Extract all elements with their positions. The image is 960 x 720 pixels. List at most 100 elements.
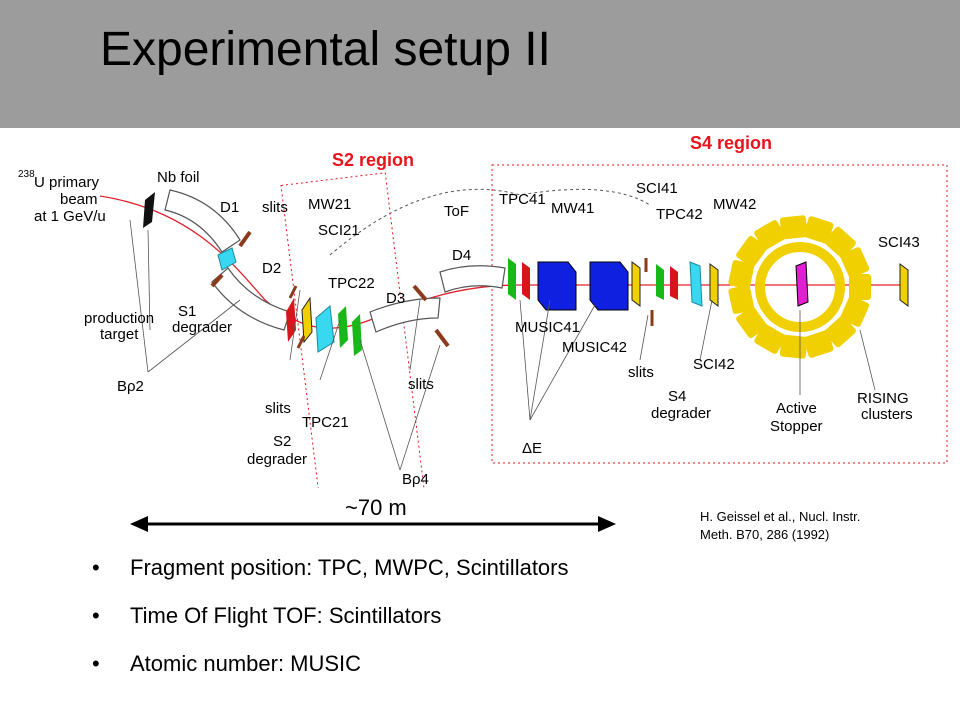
tpc22-detector [352,314,362,356]
sci42-scintillator [709,263,719,307]
s4-region-title: S4 region [690,133,772,153]
music41-chamber [537,261,577,311]
tpc42-detector [656,264,664,300]
music42-chamber [589,261,629,311]
label-brho4: Bρ4 [402,471,429,488]
reference-citation: H. Geissel et al., Nucl. Instr. Meth. B7… [700,508,860,544]
label-slits-mid: slits [408,376,434,393]
label-sci43: SCI43 [878,234,920,251]
dipole-d4 [439,265,506,293]
label-music42: MUSIC42 [562,339,627,356]
label-target: target [100,326,139,343]
rising-cluster [736,235,767,268]
label-active: Active [776,400,817,417]
slit-s1-a [238,230,252,248]
slit-mid-a [412,284,428,302]
bullet-list: • Fragment position: TPC, MWPC, Scintilla… [92,555,569,699]
s4-degrader [689,261,703,307]
s2-red-detector [286,298,296,342]
label-degrader-s1: degrader [172,319,232,336]
s2-region-title: S2 region [332,150,414,170]
label-mw21: MW21 [308,196,351,213]
rising-cluster [754,220,786,250]
label-brho2: Bρ2 [117,378,144,395]
tof-arc [329,188,651,256]
label-slits-s4: slits [628,364,654,381]
fragment-separator-diagram: S2 region S4 region [18,133,948,488]
label-s4: S4 [668,388,686,405]
label-tpc22: TPC22 [328,275,375,292]
label-slits-s2: slits [265,400,291,417]
bullet-text: Fragment position: TPC, MWPC, Scintillat… [130,555,569,580]
label-mw41: MW41 [551,200,594,217]
mw41-detector [522,262,530,300]
rising-cluster [779,334,808,359]
bullet-item: •Atomic number: MUSIC [92,651,569,699]
label-rising: RISING [857,390,909,407]
slit-s2-a [288,285,298,299]
label-d3: D3 [386,290,405,307]
sci43-scintillator [899,263,909,307]
rising-cluster [840,296,870,327]
rising-cluster [824,226,856,259]
rising-cluster [728,285,755,314]
rising-array [728,215,871,359]
distance-label: ~70 m [345,495,407,520]
label-s1: S1 [178,303,196,320]
s4-region-box [491,164,948,464]
rising-cluster [736,306,767,339]
s1-degrader [217,247,237,271]
beam-mass-number: 238 [18,169,35,180]
beam-label-1: U primary [34,174,100,191]
tpc41-detector [508,258,516,300]
beam-label-3: at 1 GeV/u [34,208,106,225]
beam-label-2: beam [60,191,98,208]
label-d1: D1 [220,199,239,216]
label-degrader-s2: degrader [247,451,307,468]
rising-cluster [840,247,870,278]
label-tpc42: TPC42 [656,206,703,223]
rising-cluster [803,216,834,244]
slit-mid-b [434,328,450,348]
rising-cluster [803,330,834,358]
bullet-dot: • [92,555,100,580]
distance-arrow [130,516,616,532]
rising-cluster [849,274,871,300]
label-sci42: SCI42 [693,356,735,373]
label-delta-e: ΔE [522,440,542,457]
bullet-text: Time Of Flight TOF: Scintillators [130,603,442,628]
label-clusters: clusters [861,406,913,423]
rising-cluster [779,215,808,240]
leader-lines [129,219,876,471]
active-stopper [795,261,809,307]
bullet-dot: • [92,603,100,628]
bullet-item: • Fragment position: TPC, MWPC, Scintilla… [92,555,569,603]
label-production: production [84,310,154,327]
tpc21-detector [338,306,348,348]
rising-cluster [754,324,786,354]
s2-yellow-scintillator [301,296,313,344]
label-tpc41: TPC41 [499,191,546,208]
slit-s1-b [210,273,224,288]
label-tpc21: TPC21 [302,414,349,431]
label-slits-top: slits [262,199,288,216]
label-tof: ToF [444,203,469,220]
s2-cyan-degrader [315,305,335,353]
label-stopper: Stopper [770,418,823,435]
dipole-d3 [369,297,441,333]
mw42-detector [670,266,678,300]
dipole-d2 [211,267,291,331]
bullet-text: Atomic number: MUSIC [130,651,362,676]
production-target [143,192,155,228]
label-sci21: SCI21 [318,222,360,239]
label-sci41: SCI41 [636,180,678,197]
label-music41: MUSIC41 [515,319,580,336]
slit-s2-b [296,335,306,349]
rising-cluster [824,315,856,348]
rising-cluster [728,260,755,289]
sci41-scintillator [631,261,641,307]
label-nb-foil: Nb foil [157,169,200,186]
reference-line-2: Meth. B70, 286 (1992) [700,527,830,542]
title-bar [0,0,960,128]
reference-line-1: H. Geissel et al., Nucl. Instr. [700,509,861,524]
